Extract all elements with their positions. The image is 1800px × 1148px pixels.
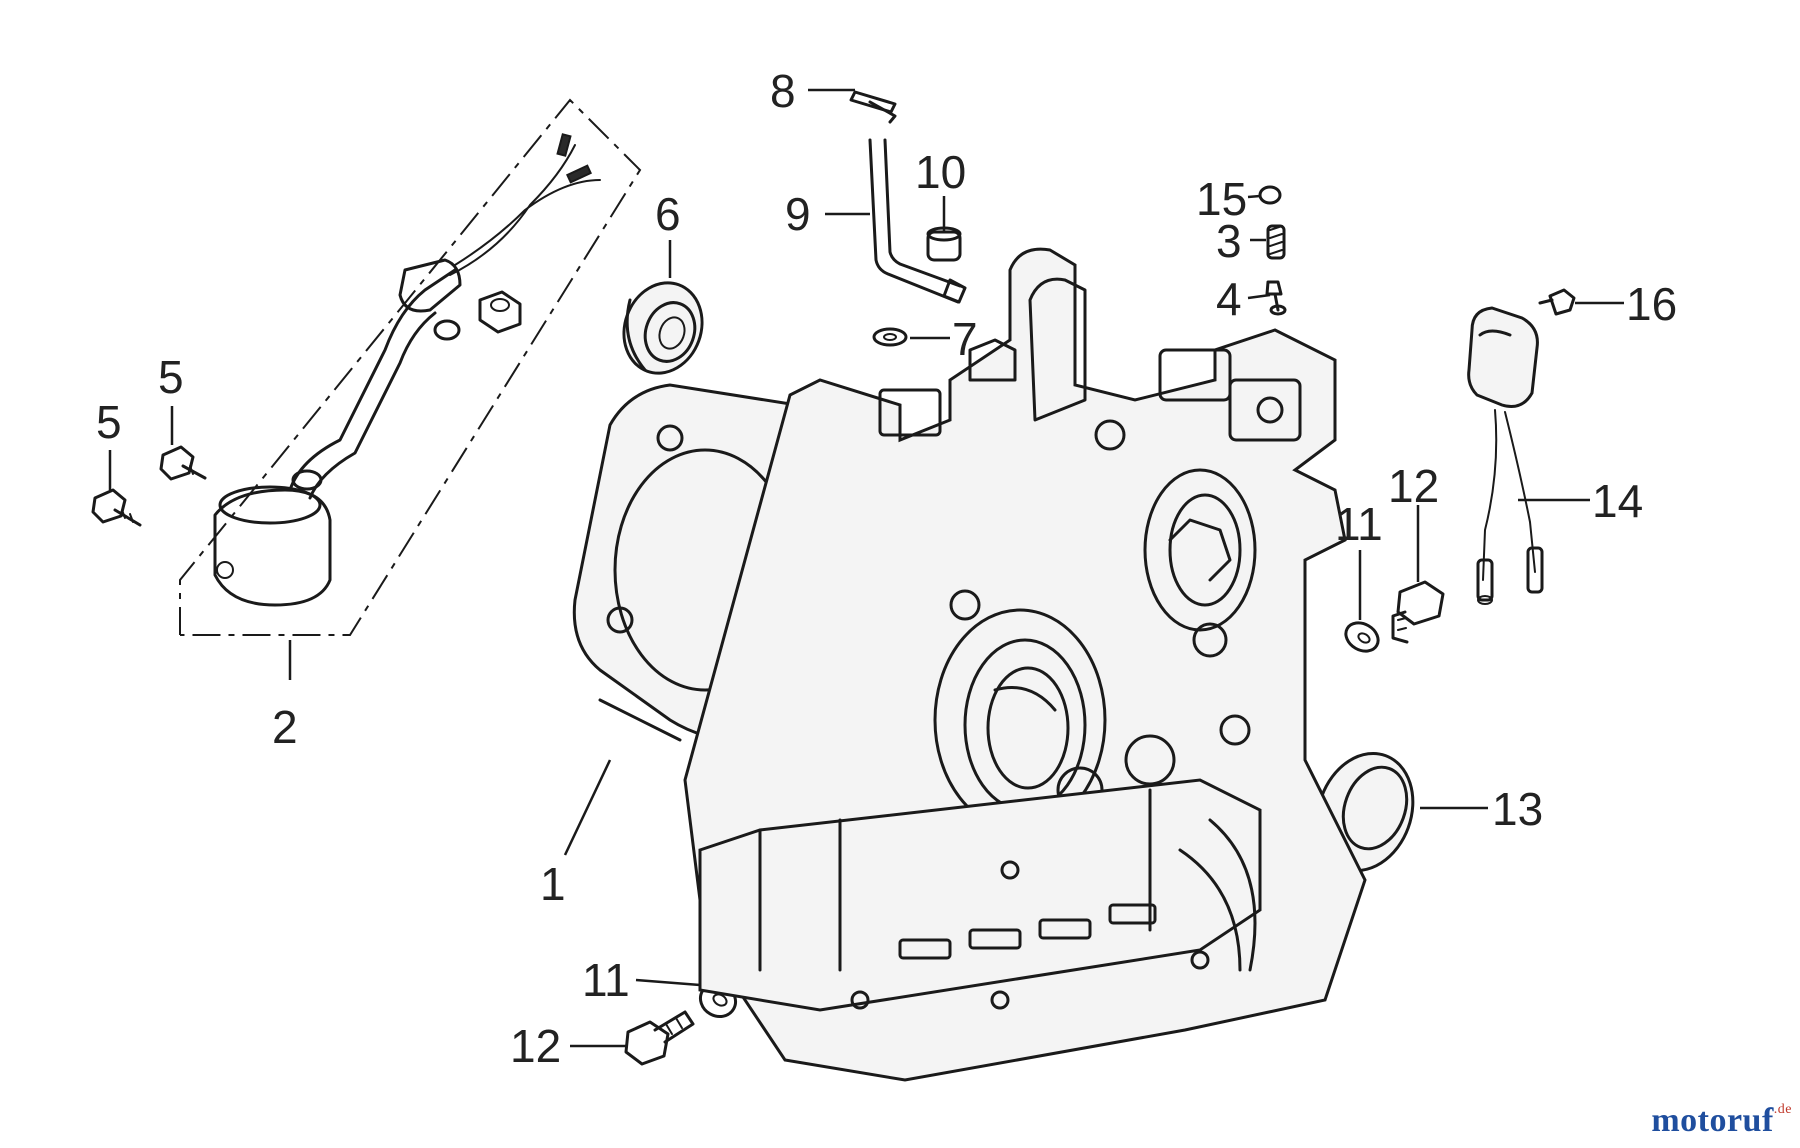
callout-11b: 11 [582,954,630,1006]
leader-lines [108,88,1624,1048]
callout-5a: 5 [96,396,122,448]
callout-15: 15 [1196,173,1247,225]
callout-1: 1 [540,858,566,910]
watermark-tld: .de [1773,1102,1792,1117]
part-16-screw [1538,288,1576,316]
callout-11a: 11 [1335,498,1383,550]
part-2-group [179,98,642,636]
part-3-spring [1266,224,1286,260]
callout-3: 3 [1216,215,1242,267]
part-2-dashed-boundary [179,98,642,636]
part-4-bolt [1265,280,1287,316]
part-15-cap [1258,185,1282,205]
callout-6: 6 [655,188,681,240]
part-9-rod [868,138,967,304]
callout-13: 13 [1492,783,1543,835]
leader-15 [1247,194,1261,199]
leader-4 [1247,293,1271,300]
leader-11b [635,978,701,987]
watermark-logo: motoruf.de [1651,1102,1792,1140]
part-14-sensor-wire [1467,306,1544,605]
part-12-bolt-right [1391,580,1445,644]
part-10-grommet [926,226,962,262]
callout-8: 8 [770,65,796,117]
leader-1 [563,759,612,856]
callout-16: 16 [1626,278,1677,330]
callout-5b: 5 [158,351,184,403]
callout-12a: 12 [1388,460,1439,512]
callout-10: 10 [915,146,966,198]
callout-2: 2 [272,701,298,753]
part-7-washer [872,327,908,347]
part-1-crankcase [572,247,1367,1082]
part-12-bolt-bottom [624,1010,695,1066]
callout-14: 14 [1592,475,1643,527]
part-8-clip [849,90,897,124]
watermark-main: motoruf [1651,1102,1774,1139]
part-5-screw-b [159,445,207,481]
callout-12b: 12 [510,1020,561,1072]
callout-labels: 1 2 3 4 5 5 6 7 8 9 10 11 11 12 12 13 14… [96,65,1677,1072]
callout-7: 7 [952,313,978,365]
part-6-bearing [622,281,704,375]
part-11-washer-right [1344,621,1380,653]
part-5-screw-a [91,488,142,527]
callout-4: 4 [1216,273,1242,325]
callout-9: 9 [785,188,811,240]
